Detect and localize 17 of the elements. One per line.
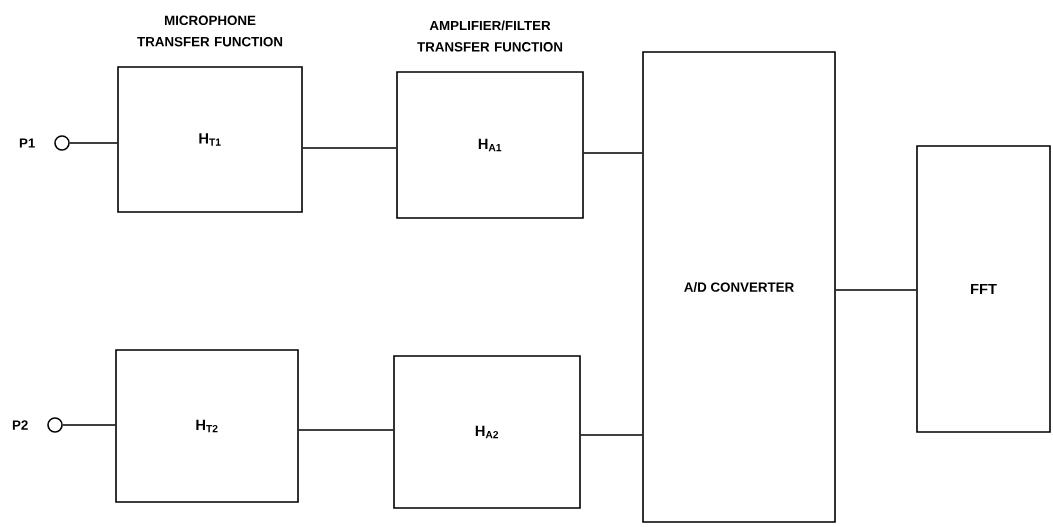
connector-line <box>580 434 643 436</box>
connector-line <box>302 147 397 149</box>
block-heading: AMPLIFIER/FILTER TRANSFER FUNCTION <box>417 20 563 52</box>
block-box: H$_{T1}$ <box>117 66 303 213</box>
block-box: A/D CONVERTER <box>642 51 836 523</box>
connector-line <box>835 289 917 291</box>
terminal-label: P1 <box>19 138 35 148</box>
connector-line <box>298 429 394 431</box>
block-box: H$_{T2}$ <box>115 349 299 503</box>
connector-line <box>62 424 116 426</box>
terminal-label: P2 <box>12 420 28 430</box>
block-box: H$_{A1}$ <box>396 71 584 219</box>
connector-line <box>69 142 118 144</box>
block-box: H$_{A2}$ <box>393 355 581 509</box>
block-heading: MICROPHONE TRANSFER FUNCTION <box>137 15 283 47</box>
block-box: FFT <box>916 145 1051 433</box>
connector-line <box>583 152 643 154</box>
